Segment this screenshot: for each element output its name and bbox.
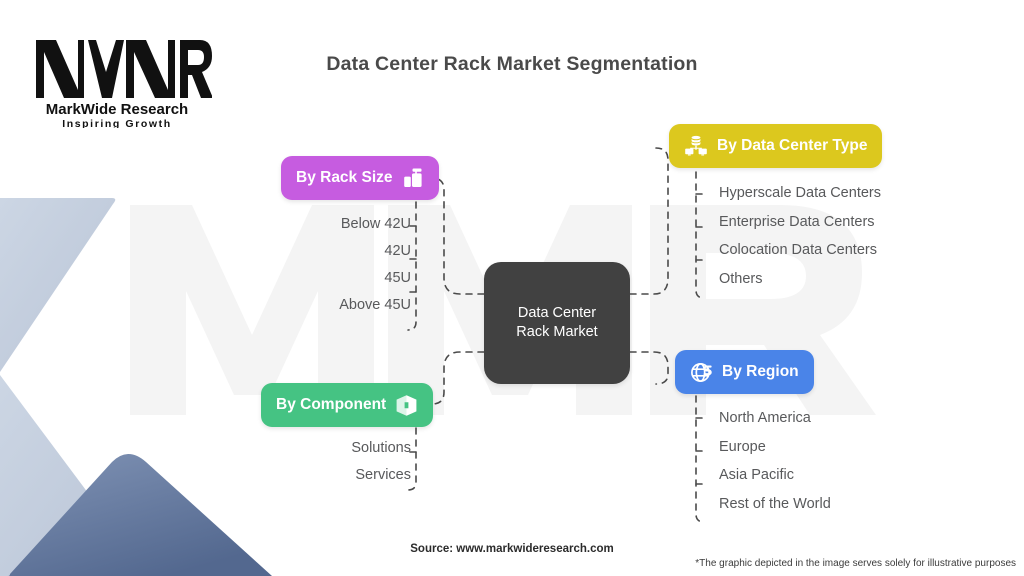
- leaf-item[interactable]: Above 45U: [339, 297, 411, 313]
- leaf-item[interactable]: Asia Pacific: [719, 467, 794, 483]
- leaf-list-data-center-type: Hyperscale Data Centers Enterprise Data …: [719, 185, 881, 299]
- leaf-item[interactable]: Enterprise Data Centers: [719, 213, 875, 230]
- leaf-list-rack-size: Below 42U 42U 45U Above 45U: [0, 216, 411, 324]
- globe-icon: [690, 361, 713, 384]
- leaf-item[interactable]: Europe: [719, 438, 766, 455]
- leaf-item[interactable]: Others: [719, 270, 763, 287]
- center-node-data-center-rack-market[interactable]: Data Center Rack Market: [484, 262, 630, 384]
- branch-badge-data-center-type[interactable]: By Data Center Type: [669, 124, 883, 168]
- source-attribution: Source: www.markwideresearch.com: [410, 543, 614, 555]
- brand-logo: MarkWide Research Inspiring Growth: [36, 40, 212, 128]
- hub-line-2: Rack Market: [516, 324, 598, 340]
- leaf-item[interactable]: Services: [355, 467, 411, 483]
- disclaimer-text: *The graphic depicted in the image serve…: [695, 558, 1016, 569]
- leaf-item[interactable]: 45U: [384, 270, 411, 286]
- branch-label-region: By Region: [722, 363, 799, 380]
- logo-company-name: MarkWide Research: [46, 101, 188, 118]
- page-title: Data Center Rack Market Segmentation: [326, 53, 698, 75]
- branch-badge-region[interactable]: By Region: [675, 350, 814, 394]
- leaf-item[interactable]: Rest of the World: [719, 495, 831, 512]
- leaf-list-region: North America Europe Asia Pacific Rest o…: [719, 410, 831, 524]
- logo-tagline: Inspiring Growth: [62, 118, 172, 128]
- leaf-item[interactable]: North America: [719, 410, 811, 426]
- branch-badge-component[interactable]: By Component: [261, 383, 434, 427]
- leaf-item[interactable]: Below 42U: [340, 216, 411, 232]
- leaf-item[interactable]: Colocation Data Centers: [719, 242, 877, 258]
- box-cube-icon: [395, 394, 418, 417]
- server-rack-icon: [402, 167, 424, 189]
- leaf-item[interactable]: Hyperscale Data Centers: [719, 185, 881, 201]
- leaf-item[interactable]: Solutions: [351, 440, 411, 456]
- branch-label-component: By Component: [276, 396, 387, 413]
- branch-label-rack-size: By Rack Size: [296, 169, 393, 186]
- network-server-icon: [684, 134, 708, 158]
- leaf-item[interactable]: 42U: [384, 243, 411, 259]
- branch-label-data-center-type: By Data Center Type: [717, 137, 868, 154]
- leaf-list-component: Solutions Services: [0, 440, 411, 494]
- hub-line-1: Data Center: [517, 305, 597, 321]
- branch-badge-rack-size[interactable]: By Rack Size: [281, 156, 439, 200]
